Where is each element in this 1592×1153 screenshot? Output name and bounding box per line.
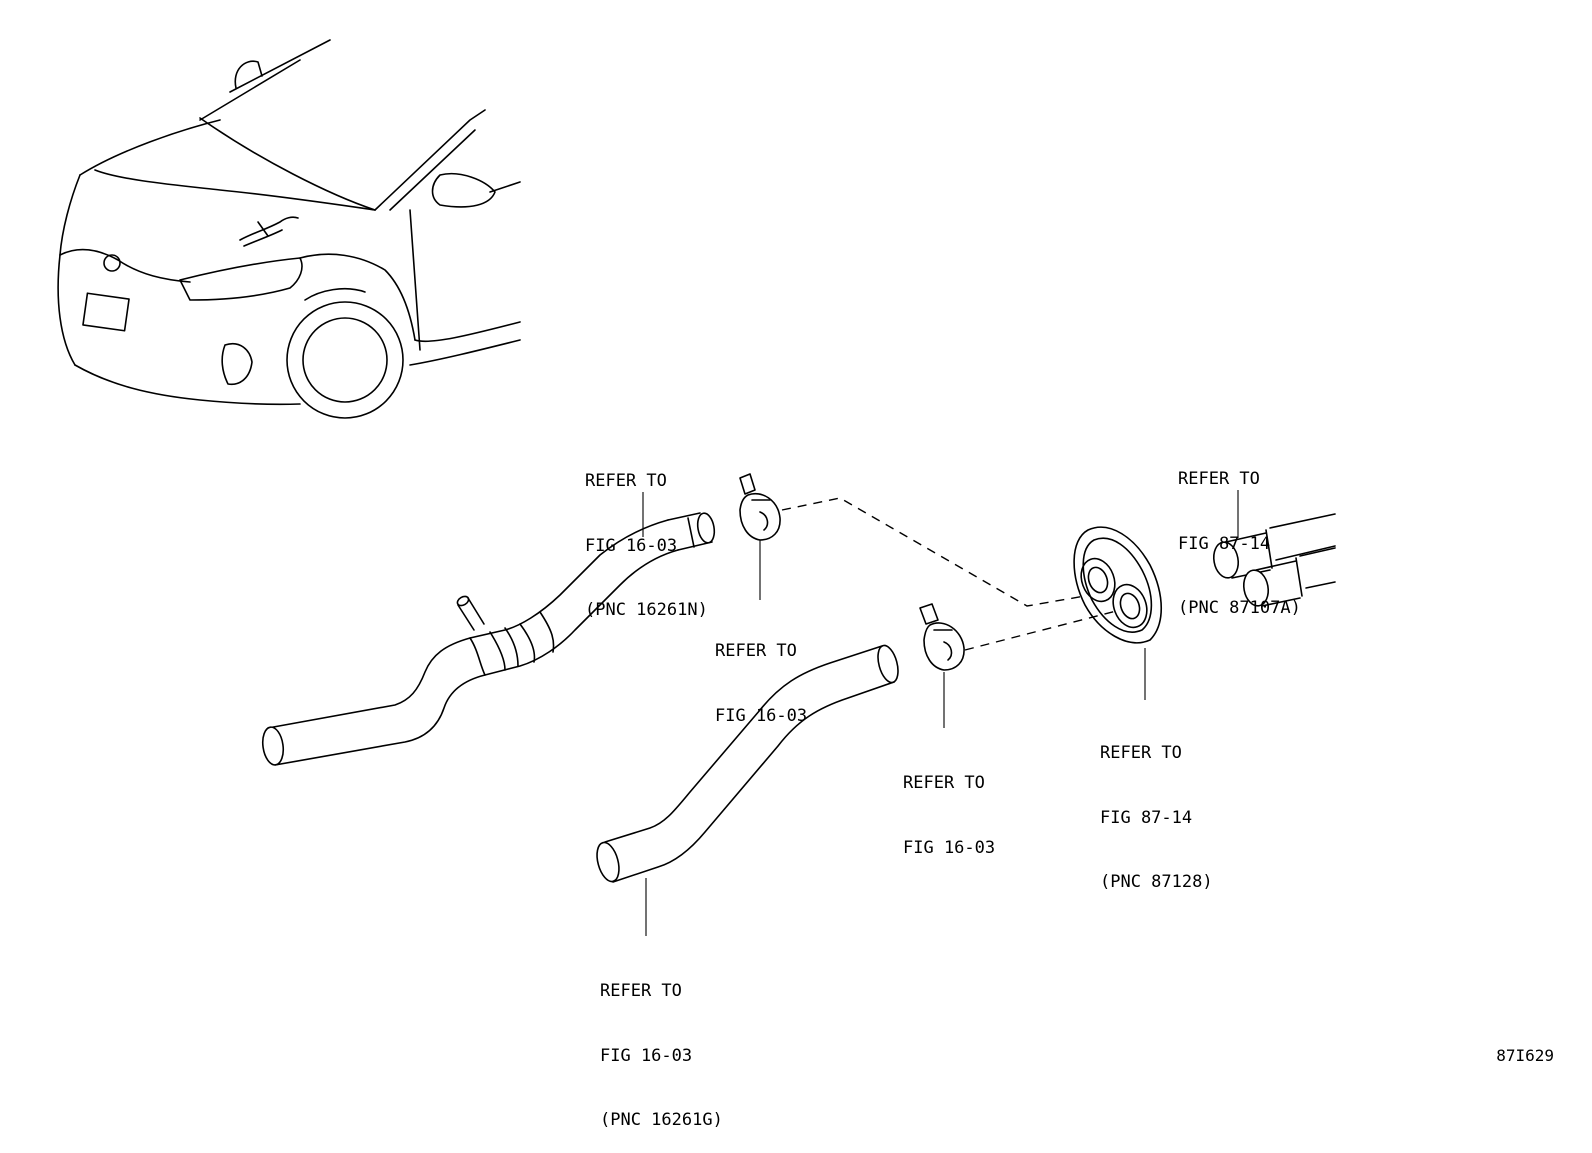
callout-line: REFER TO (600, 981, 682, 1001)
callout-line: REFER TO (903, 773, 985, 793)
vehicle-front-illustration (57, 39, 521, 419)
lower-heater-hose (596, 644, 899, 883)
callout-line: FIG 16-03 (903, 837, 996, 858)
callout-line: (PNC 16261N) (585, 600, 708, 620)
callout-lower-clamp: REFER TO FIG 16-03 (903, 730, 995, 881)
callout-line: (PNC 87128) (1100, 872, 1213, 892)
callout-line: FIG 16-03 (585, 535, 678, 556)
callout-upper-clamp: REFER TO FIG 16-03 (715, 598, 807, 749)
upper-heater-hose (261, 512, 716, 766)
callout-line: FIG 87-14 (1178, 533, 1271, 554)
callout-line: FIG 87-14 (1100, 807, 1193, 828)
callout-line: REFER TO (1178, 469, 1260, 489)
callout-line: FIG 16-03 (600, 1045, 693, 1066)
heater-pipe-grommet (1073, 526, 1163, 644)
callout-lower-hose: REFER TO FIG 16-03 (PNC 16261G) (600, 938, 723, 1153)
callout-line: REFER TO (1100, 743, 1182, 763)
callout-heater-pipes: REFER TO FIG 87-14 (PNC 87107A) (1178, 426, 1301, 641)
callout-line: (PNC 87107A) (1178, 598, 1301, 618)
callout-line: (PNC 16261G) (600, 1110, 723, 1130)
diagram-id: 87I629 (1496, 1046, 1554, 1065)
heater-pipes (1212, 513, 1336, 607)
upper-hose-clamp (739, 473, 781, 541)
callout-line: FIG 16-03 (715, 705, 808, 726)
parts-diagram (57, 39, 1336, 936)
callout-line: REFER TO (585, 471, 667, 491)
lower-hose-clamp (919, 603, 965, 671)
dashed-link-upper (781, 497, 1086, 607)
callout-upper-hose: REFER TO FIG 16-03 (PNC 16261N) (585, 428, 708, 643)
callout-grommet: REFER TO FIG 87-14 (PNC 87128) (1100, 700, 1213, 915)
callout-line: REFER TO (715, 641, 797, 661)
dashed-link-lower (964, 609, 1121, 651)
